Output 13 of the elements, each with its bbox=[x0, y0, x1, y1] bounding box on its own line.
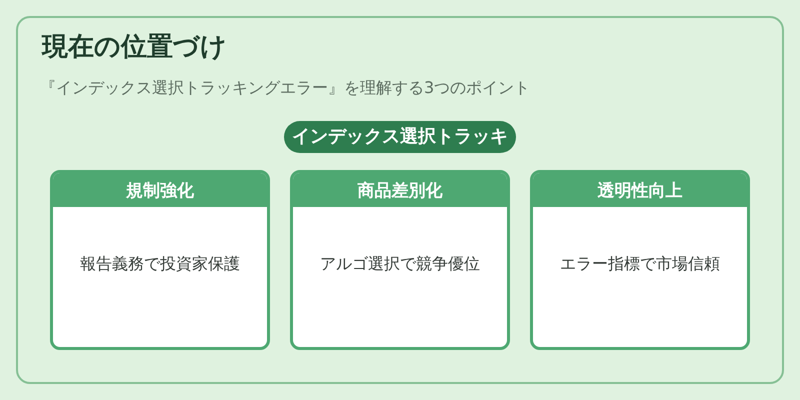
subtitle: 『インデックス選択トラッキングエラー』を理解する3つのポイント bbox=[40, 77, 530, 99]
card-description: エラー指標で市場信頼 bbox=[560, 253, 720, 275]
page-title: 現在の位置づけ bbox=[42, 31, 227, 64]
card-header: 商品差別化 bbox=[293, 173, 507, 207]
topic-pill bbox=[284, 121, 516, 153]
card-description: アルゴ選択で競争優位 bbox=[320, 253, 480, 275]
topic-pill-text: インデックス選択トラッキ bbox=[292, 125, 508, 149]
point-card bbox=[290, 170, 510, 350]
point-card bbox=[50, 170, 270, 350]
card-header: 規制強化 bbox=[53, 173, 267, 207]
card-description: 報告義務で投資家保護 bbox=[80, 253, 240, 275]
card-header: 透明性向上 bbox=[533, 173, 747, 207]
point-card bbox=[530, 170, 750, 350]
